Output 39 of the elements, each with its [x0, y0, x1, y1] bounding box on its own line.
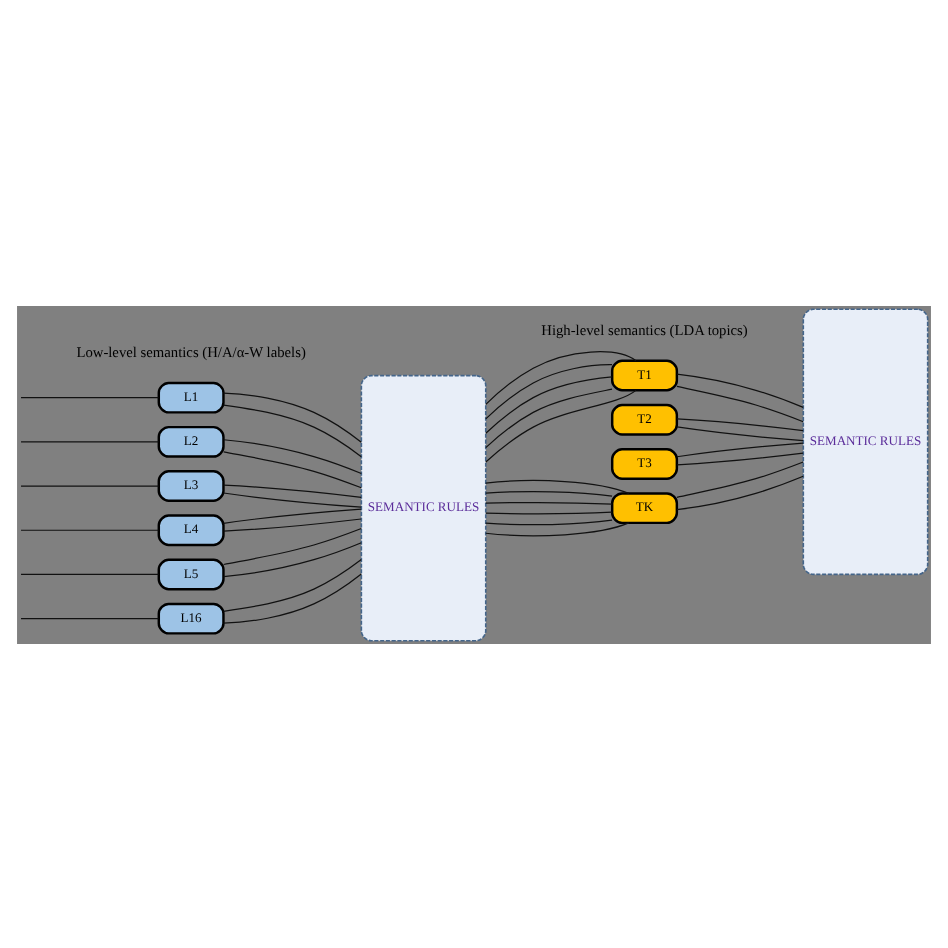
- connector: [223, 450, 362, 488]
- connector: [222, 391, 362, 442]
- connector: [485, 489, 613, 496]
- connector: [676, 425, 804, 441]
- connector: [222, 507, 362, 523]
- connector: [485, 501, 613, 504]
- connector: [485, 387, 613, 448]
- connector: [222, 403, 362, 457]
- connector: [485, 388, 637, 462]
- connector: [20, 572, 160, 575]
- connector: [485, 375, 613, 433]
- connector: [485, 518, 613, 525]
- connector: [223, 526, 362, 565]
- connector: [222, 572, 362, 623]
- connector: [676, 451, 804, 465]
- connector: [222, 491, 362, 507]
- connector: [223, 438, 362, 474]
- connector: [222, 483, 362, 497]
- connector: [20, 440, 160, 442]
- connector: [676, 460, 804, 497]
- connector: [676, 474, 804, 510]
- connector: [20, 617, 160, 619]
- connector: [20, 484, 160, 486]
- connector: [20, 396, 160, 398]
- label: High-level semantics (LDA topics): [541, 319, 748, 338]
- connector: [676, 417, 804, 431]
- connector: [485, 350, 637, 405]
- connector: [485, 521, 630, 536]
- connector: [223, 541, 362, 577]
- connector: [20, 528, 160, 530]
- connector: [485, 510, 613, 514]
- connector: [485, 478, 630, 493]
- connector: [676, 372, 804, 408]
- connector: [222, 558, 362, 611]
- connector: [676, 384, 804, 422]
- connector: [485, 363, 613, 419]
- label: Low-level semantics (H/A/α-W labels): [76, 342, 306, 361]
- connector: [222, 517, 362, 531]
- connector: [676, 441, 804, 457]
